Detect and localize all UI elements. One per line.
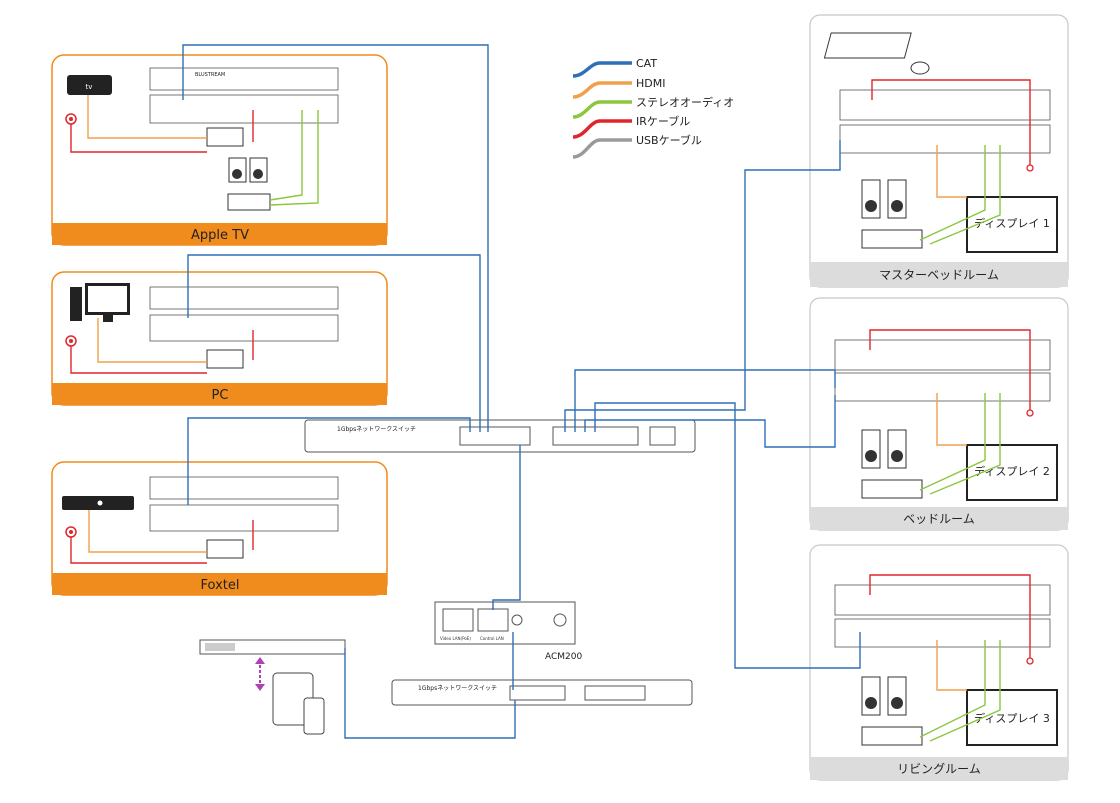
source-panel-foxtel: Foxtel <box>51 461 388 596</box>
source-panel-pc: PC <box>51 271 388 406</box>
legend-swatch-hdmi <box>572 81 632 99</box>
transmitter-rear-unit <box>149 504 339 532</box>
svg-text:tv: tv <box>86 83 93 91</box>
receiver-front-unit <box>834 339 1051 371</box>
control-network-switch: 1Gbpsネットワークスイッチ <box>391 679 693 706</box>
ir-module-icon <box>206 539 244 559</box>
legend-label-cat: CAT <box>636 57 657 70</box>
control-switch-label: 1Gbpsネットワークスイッチ <box>418 685 497 692</box>
display-icon <box>966 196 1058 253</box>
source-label-pc: PC <box>212 388 229 403</box>
room-label-living: リビングルーム <box>897 762 981 776</box>
receiver-rear-unit <box>834 372 1051 402</box>
control-processor-icon <box>199 639 346 655</box>
transmitter-front-unit <box>149 67 339 91</box>
room-label-master: マスターベッドルーム <box>879 268 999 282</box>
room-panel-living-room: リビングルーム ディスプレイ 3 <box>809 544 1069 781</box>
acm-label: ACM200 <box>545 652 583 662</box>
source-label-apple-tv: Apple TV <box>191 228 249 243</box>
ir-module-icon <box>206 127 244 147</box>
transmitter-front-unit <box>149 286 339 310</box>
source-panel-apple-tv: Apple TV tv BLUSTREAM <box>51 54 388 246</box>
receiver-front-unit <box>839 89 1051 121</box>
main-switch-label: 1Gbpsネットワークスイッチ <box>337 426 416 433</box>
legend-swatch-ir <box>572 119 632 139</box>
set-top-box-icon <box>62 496 134 510</box>
transmitter-rear-unit <box>149 314 339 342</box>
pc-computer-icon <box>70 283 130 322</box>
apple-tv-device-icon: tv <box>67 75 112 95</box>
amplifier-icon <box>861 479 923 499</box>
main-network-switch: 1Gbpsネットワークスイッチ <box>304 419 696 453</box>
acm200-controller: Video LAN(PoE) Control LAN ACM200 <box>434 601 583 662</box>
speaker-left-icon <box>861 676 881 716</box>
transmitter-front-unit <box>149 476 339 500</box>
acm-port-control: Control LAN <box>480 636 504 641</box>
display-label-1: ディスプレイ 1 <box>974 216 1050 230</box>
legend-label-hdmi: HDMI <box>636 77 665 90</box>
legend-label-audio: ステレオオーディオ <box>636 95 734 109</box>
ir-module-icon <box>206 349 244 369</box>
speaker-right-icon <box>887 429 907 469</box>
receiver-front-unit <box>834 584 1051 616</box>
tablet-phone-icon <box>272 672 325 735</box>
speaker-right-icon <box>887 179 907 219</box>
amplifier-icon <box>861 726 923 746</box>
bidirectional-arrow-icon <box>255 657 265 691</box>
room-label-bedroom: ベッドルーム <box>903 512 975 526</box>
receiver-rear-unit <box>834 618 1051 648</box>
legend-label-usb: USBケーブル <box>636 133 702 147</box>
display-label-3: ディスプレイ 3 <box>974 711 1050 725</box>
speaker-left-icon <box>861 429 881 469</box>
amplifier-icon <box>227 193 271 211</box>
legend-swatch-usb <box>572 138 632 159</box>
legend-swatch-audio <box>572 100 632 119</box>
source-label-foxtel: Foxtel <box>201 578 240 593</box>
legend: CAT HDMI ステレオオーディオ IRケーブル USBケーブル <box>572 57 734 159</box>
brand-logo: BLUSTREAM <box>195 72 225 78</box>
amplifier-icon <box>861 229 923 249</box>
speaker-left-icon <box>861 179 881 219</box>
speaker-right-icon <box>887 676 907 716</box>
keyboard-mouse-icon <box>823 32 930 75</box>
legend-label-ir: IRケーブル <box>636 114 690 128</box>
room-panel-bedroom: ベッドルーム ディスプレイ 2 <box>809 297 1069 531</box>
cat-cables <box>182 44 861 739</box>
transmitter-rear-unit <box>149 94 339 124</box>
room-panel-master-bedroom: マスターベッドルーム ディスプレイ 1 <box>809 14 1069 288</box>
legend-swatch-cat <box>572 61 632 78</box>
acm-port-video: Video LAN(PoE) <box>440 636 471 641</box>
receiver-rear-unit <box>839 124 1051 154</box>
